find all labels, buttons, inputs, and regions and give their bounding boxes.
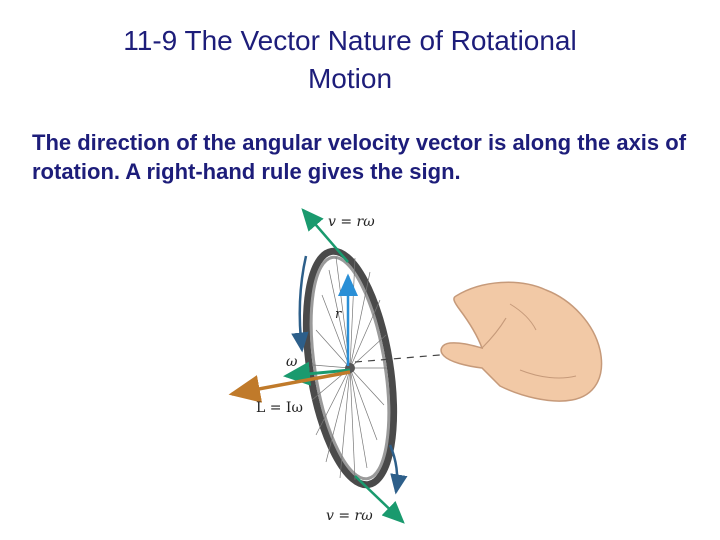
label-velocity-top: v = rω [328, 214, 375, 230]
wheel-diagram: v = rω v = rω r ω L = Iω [228, 208, 603, 524]
rotation-arrow-right [388, 444, 408, 495]
right-hand-illustration [440, 281, 603, 402]
label-velocity-bottom: v = rω [326, 508, 373, 524]
rotation-axis-line [354, 353, 453, 363]
label-angular-momentum: L = Iω [256, 400, 303, 416]
title-line-2: Motion [307, 63, 393, 94]
angular-momentum-arrow [228, 370, 351, 403]
slide-title: 11-9 The Vector Nature of Rotational Mot… [60, 22, 640, 98]
body-text: The direction of the angular velocity ve… [32, 130, 687, 184]
label-omega: ω [286, 354, 298, 370]
velocity-arrow-bottom [354, 475, 405, 524]
velocity-arrow-top [301, 208, 349, 263]
rotation-arrow-left [291, 255, 309, 353]
wheel [302, 247, 398, 489]
omega-arrow [283, 361, 351, 386]
bicycle-wheel-figure: v = rω v = rω r ω L = Iω [220, 200, 620, 530]
title-line-1: 11-9 The Vector Nature of Rotational [123, 25, 577, 56]
label-radius: r [335, 307, 342, 322]
spokes [311, 256, 387, 481]
